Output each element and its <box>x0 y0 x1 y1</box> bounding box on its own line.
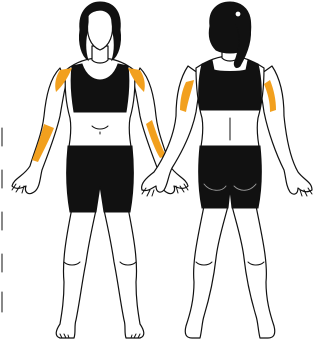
front-left-leg <box>56 208 96 338</box>
back-figure <box>142 2 312 338</box>
back-right-leg <box>232 206 275 338</box>
back-left-leg <box>185 206 228 338</box>
front-shorts <box>67 146 134 212</box>
front-face <box>88 10 113 50</box>
back-shorts <box>199 146 262 208</box>
front-right-leg <box>104 208 144 338</box>
